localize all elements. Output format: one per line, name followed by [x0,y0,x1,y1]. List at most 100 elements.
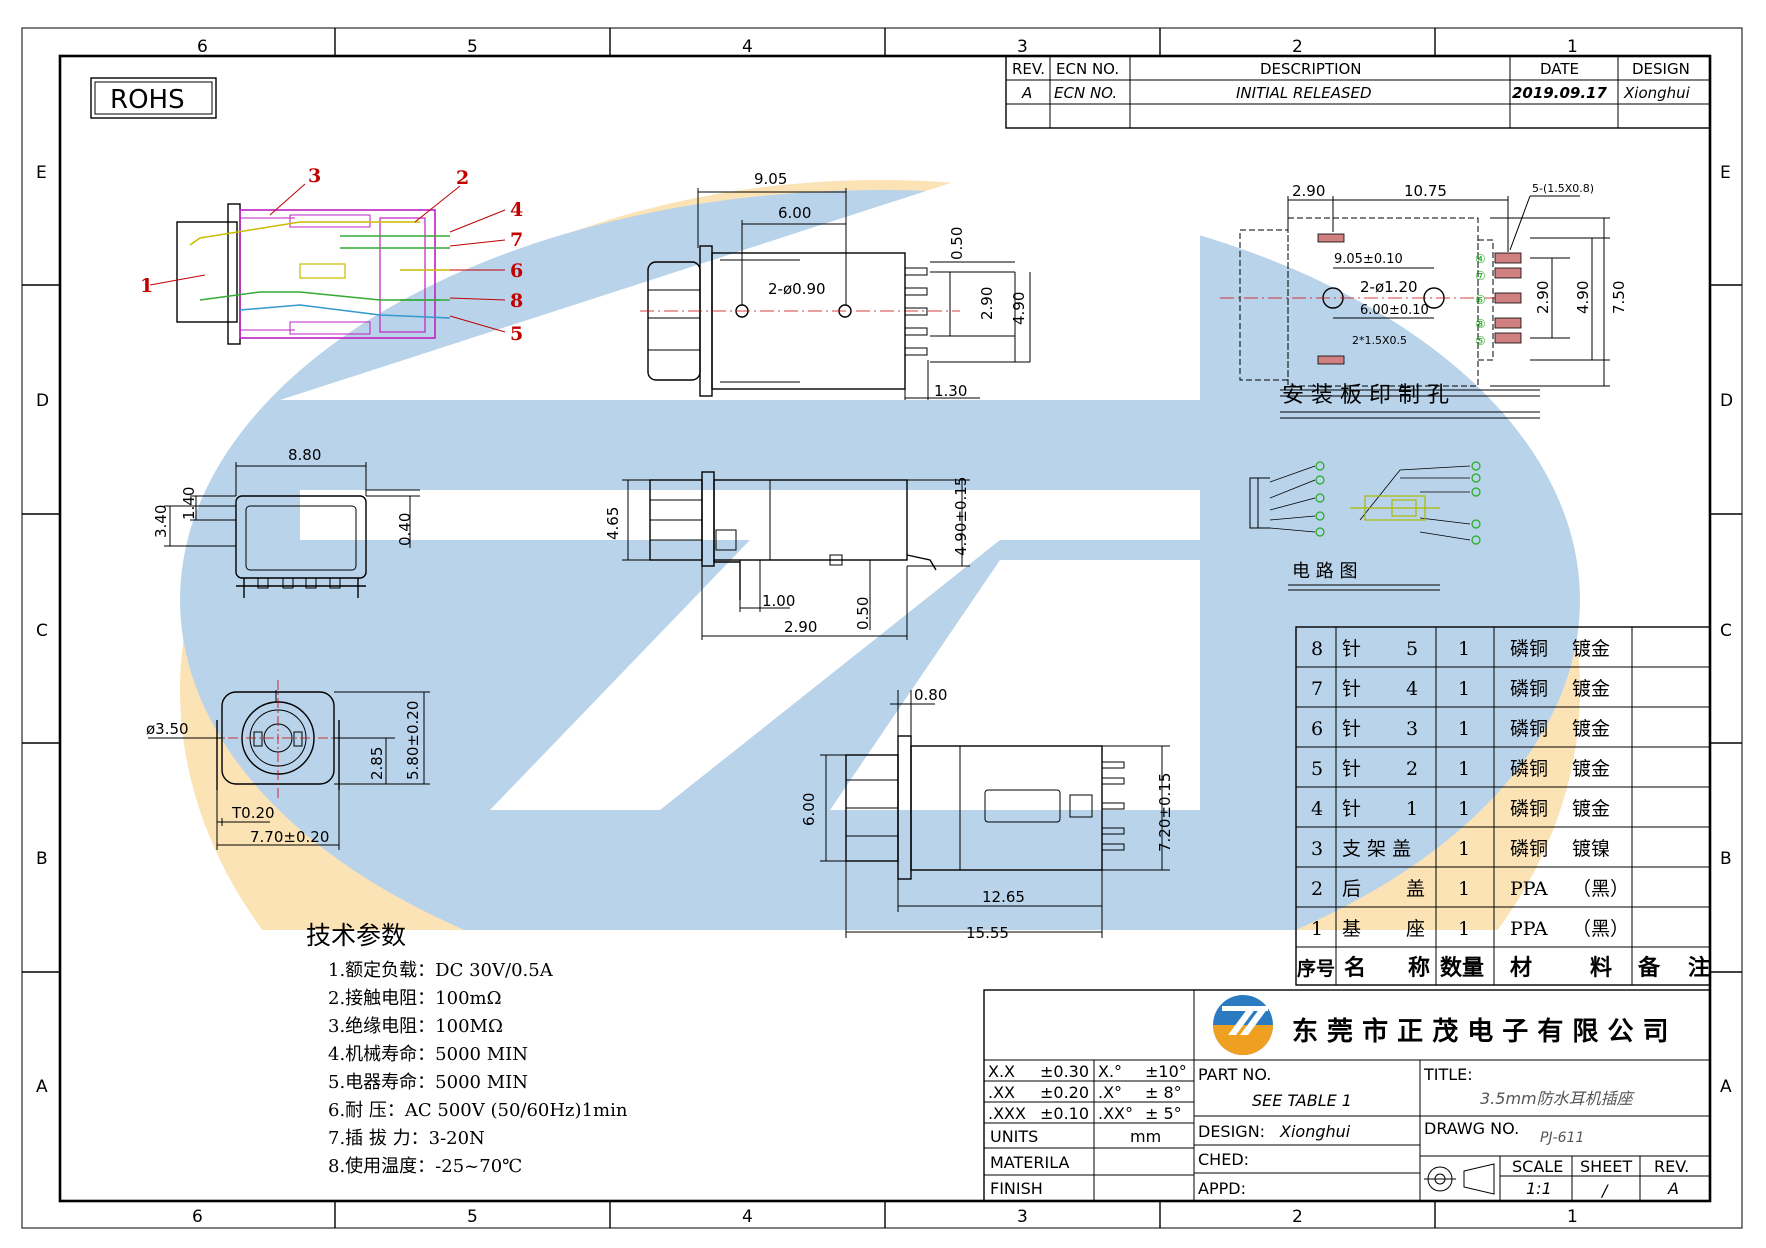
row-letter-d: D [36,391,49,411]
bom-qty: 1 [1458,798,1470,820]
bom-index: 7 [1311,678,1323,700]
dim-pcb-hole: 2-ø1.20 [1360,278,1418,296]
tech-param-6: 6.耐 压：AC 500V (50/60Hz)1min [328,1100,628,1121]
bom-material: 磷铜 [1510,838,1548,860]
col-number-2: 2 [1292,37,1303,57]
dim-face-770: 7.70±0.20 [250,828,329,846]
bom-header-material-2: 料 [1590,955,1612,981]
dim-top-050: 0.50 [948,227,966,260]
tol-angle-value-2: ± 8° [1145,1083,1182,1102]
dim-side-050: 0.50 [854,597,872,630]
bom-header-name-1: 名 [1344,955,1366,981]
row-letter-b: B [36,849,48,869]
bom-name: 针 [1342,718,1361,740]
top-view: 9.05 6.00 2-ø0.90 1.30 0.50 2.90 4.90 [640,170,1031,400]
bom-header-name-2: 称 [1408,955,1430,981]
bom-material: 磷铜 [1510,678,1548,700]
pcb-section-title: 安 装 板 印 制 孔 [1282,383,1449,408]
dim-bot-080: 0.80 [914,686,947,704]
dim-top-290: 2.90 [978,287,996,320]
bom-name: 后 [1342,878,1361,900]
col-number-4: 4 [742,37,753,57]
bottom-view: 0.80 6.00 7.20±0.15 12.65 15.55 [800,686,1174,942]
units-label: UNITS [990,1127,1038,1146]
dim-side-465: 4.65 [604,507,622,540]
callout-3: 3 [308,165,321,187]
bom-header-material-1: 材 [1510,955,1532,981]
callout-2: 2 [456,167,469,189]
pcb-pin-5: ⑤ [1475,334,1486,348]
bom-name: 基 [1342,918,1361,940]
pcb-layout-view: ④ ⑦ ⑥ ⑧ ⑤ 2.90 10.75 5-(1.5X0.8) 9.05±0.… [1220,182,1628,419]
bom-qty: 1 [1458,878,1470,900]
rev-value-date: 2019.09.17 [1512,84,1607,102]
company-name: 东 莞 市 正 茂 电 子 有 限 公 司 [1292,1016,1669,1047]
bom-finish: 镀金 [1572,718,1610,740]
end-view: 8.80 3.40 1.40 0.40 [152,446,420,598]
dim-pcb-290: 2.90 [1292,182,1325,200]
row-letter-e-right: E [1720,163,1731,183]
tech-param-7: 7.插 拔 力：3-20N [328,1128,485,1149]
col-number-1: 1 [1567,37,1578,57]
row-letter-a-right: A [1720,1077,1732,1097]
bom-finish: 镀金 [1572,678,1610,700]
bom-header-index: 序号 [1297,957,1335,980]
cross-section-view: 1 2 3 4 5 6 7 8 [140,165,523,345]
bom-index: 6 [1311,718,1323,740]
bom-finish: 镀金 [1572,798,1610,820]
col-number-3-bottom: 3 [1017,1207,1028,1227]
front-face-view: ø3.50 2.85 5.80±0.20 T0.20 7.70±0.20 [146,680,430,850]
finish-label: FINISH [990,1179,1043,1198]
bom-name: 针 [1342,678,1361,700]
circuit-diagram: 电 路 图 [1249,461,1481,591]
sheet-value: / [1600,1181,1609,1200]
bom-material: 磷铜 [1510,758,1548,780]
tol-angle-label-1: X.° [1098,1062,1122,1081]
drawg-label: DRAWG NO. [1424,1119,1519,1138]
bom-qty: 1 [1458,678,1470,700]
dim-pcb-r490: 4.90 [1574,281,1592,314]
bom-name-suffix: 座 [1406,918,1425,940]
circuit-section-title: 电 路 图 [1292,561,1357,582]
col-number-6-bottom: 6 [192,1207,203,1227]
dim-top-490: 4.90 [1010,292,1028,325]
pcb-pin-7: ⑦ [1475,269,1486,283]
dim-face-285: 2.85 [368,747,386,780]
tol-label-2: .XX [988,1083,1015,1102]
watermark-logo [150,180,1610,1248]
tech-params: 技术参数 1.额定负载：DC 30V/0.5A 2.接触电阻：100mΩ 3.绝… [306,921,628,1177]
bom-qty: 1 [1458,718,1470,740]
tech-param-4: 4.机械寿命：5000 MIN [328,1044,528,1065]
dim-side-290: 2.90 [784,618,817,636]
title-block: 东 莞 市 正 茂 电 子 有 限 公 司 X.X ±0.30 X.° ±10°… [983,989,1711,1202]
col-number-1-bottom: 1 [1567,1207,1578,1227]
dim-pcb-750: 7.50 [1610,281,1628,314]
tech-param-8: 8.使用温度：-25~70℃ [328,1156,522,1177]
tech-param-3: 3.绝缘电阻：100MΩ [328,1016,503,1037]
bom-name-suffix: 2 [1406,758,1418,780]
dim-top-600: 6.00 [778,204,811,222]
sheet-label: SHEET [1580,1157,1632,1176]
pcb-pin-4: ④ [1475,252,1486,266]
dim-end-140: 1.40 [180,487,198,520]
dim-pcb-slot2: 2*1.5X0.5 [1352,334,1407,347]
bom-index: 1 [1311,918,1323,940]
bom-material: 磷铜 [1510,798,1548,820]
col-number-6: 6 [197,37,208,57]
drawg-value: PJ-611 [1540,1130,1584,1146]
design-value: Xionghui [1279,1122,1351,1141]
watermark-white-stripe-3 [830,560,1200,810]
rohs-stamp: ROHS [90,77,217,119]
bom-index: 8 [1311,638,1323,660]
bom-header-note-1: 备 [1637,955,1661,981]
tech-param-5: 5.电器寿命：5000 MIN [328,1072,528,1093]
dim-face-020: T0.20 [231,804,275,822]
units-value: mm [1130,1127,1161,1146]
part-no-value: SEE TABLE 1 [1252,1091,1352,1110]
bom-name-suffix: 3 [1406,718,1418,740]
tol-value-3: ±0.10 [1040,1104,1089,1123]
rev-label: REV. [1654,1157,1689,1176]
rev-header-rev: REV. [1012,60,1045,78]
